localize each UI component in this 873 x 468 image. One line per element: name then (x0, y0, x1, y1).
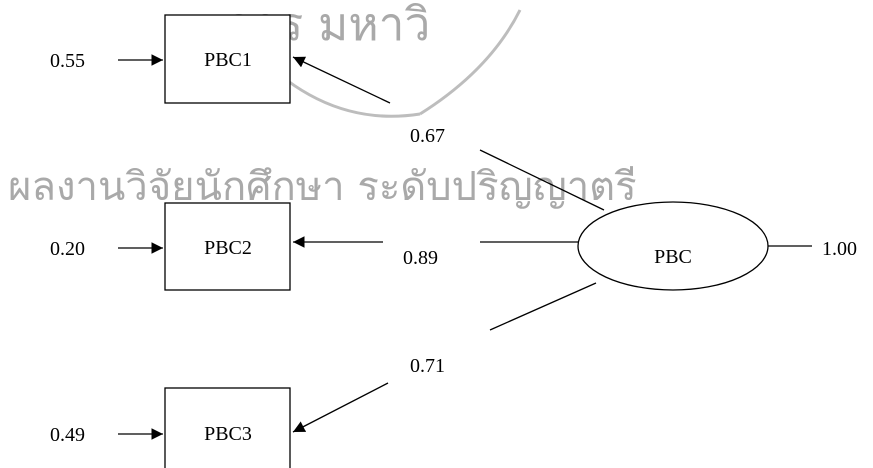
indicator-label-pbc2: PBC2 (204, 237, 252, 259)
indicator-pbc1: PBC1 0.55 0.67 (50, 14, 605, 211)
latent-variance-value: 1.00 (822, 238, 857, 260)
indicator-pbc3: PBC3 0.49 0.71 (50, 282, 597, 468)
indicator-box-pbc1 (164, 14, 291, 104)
latent-label: PBC (654, 246, 692, 268)
watermark-middle-text: ผลงานวิจัยนักศึกษา ระดับปริญญาตรี (8, 164, 637, 210)
watermark-arc-right (419, 9, 522, 116)
watermark: การ มหาวิ ผลงานวิจัยนักศึกษา ระดับปริญญา… (8, 0, 637, 210)
loading-value-pbc3: 0.71 (410, 355, 445, 377)
indicator-label-pbc3: PBC3 (204, 423, 252, 445)
loading-value-pbc2: 0.89 (403, 247, 438, 269)
indicator-box-pbc2 (164, 202, 291, 291)
loading-arrow-pbc3 (292, 382, 389, 433)
indicator-label-pbc1: PBC1 (204, 49, 252, 71)
loading-path-pbc3 (489, 282, 597, 331)
loading-arrow-pbc1 (292, 56, 391, 104)
latent-construct: PBC 1.00 (577, 201, 857, 291)
loading-value-pbc1: 0.67 (410, 125, 445, 147)
error-value-pbc1: 0.55 (50, 50, 85, 72)
error-value-pbc3: 0.49 (50, 424, 85, 446)
indicator-pbc2: PBC2 0.20 0.89 (50, 202, 578, 291)
loading-path-pbc1 (479, 149, 605, 211)
indicator-box-pbc3 (164, 387, 291, 468)
error-value-pbc2: 0.20 (50, 238, 85, 260)
